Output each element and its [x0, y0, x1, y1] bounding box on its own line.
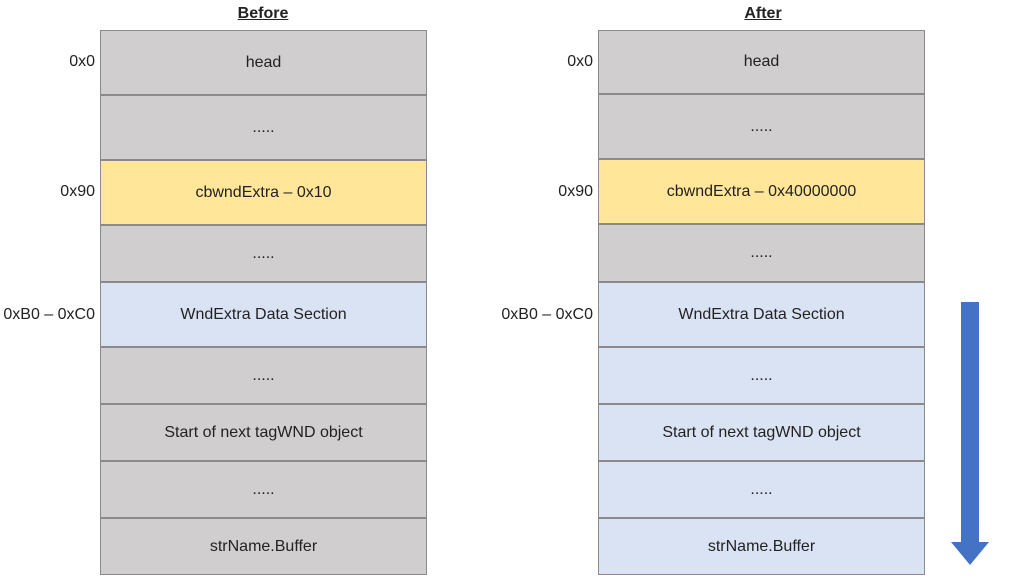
after-cell-cbwndextra: cbwndExtra – 0x40000000 — [598, 159, 925, 224]
after-cell-ellipsis: ..... — [598, 347, 925, 404]
cell-label: ..... — [252, 366, 275, 384]
after-cell-wndextra-data-section: WndExtra Data Section — [598, 282, 925, 347]
before-cell-wndextra-data-section: WndExtra Data Section — [100, 282, 427, 347]
cell-label: ..... — [252, 244, 275, 262]
cell-label: cbwndExtra – 0x10 — [195, 183, 332, 201]
before-cell-cbwndextra: cbwndExtra – 0x10 — [100, 160, 427, 225]
cell-label: head — [245, 53, 282, 71]
cell-label: Start of next tagWND object — [164, 423, 363, 441]
cell-label: strName.Buffer — [707, 537, 816, 555]
after-title: After — [744, 5, 782, 22]
before-memory-stack: head ..... cbwndExtra – 0x10 ..... WndEx… — [100, 30, 427, 575]
cell-label: ..... — [750, 244, 773, 261]
after-cell-next-tagwnd: Start of next tagWND object — [598, 404, 925, 461]
cell-label: WndExtra Data Section — [180, 305, 347, 323]
after-cell-head: head — [598, 30, 925, 94]
cell-label: cbwndExtra – 0x40000000 — [666, 182, 857, 200]
after-cell-ellipsis: ..... — [598, 94, 925, 159]
before-cell-head: head — [100, 30, 427, 95]
before-title: Before — [237, 5, 289, 22]
cell-label: ..... — [252, 118, 275, 136]
cell-label: Start of next tagWND object — [662, 423, 861, 441]
after-memory-stack: head ..... cbwndExtra – 0x40000000 .....… — [598, 30, 925, 575]
down-arrow-shape — [951, 302, 989, 565]
after-cell-strname-buffer: strName.Buffer — [598, 518, 925, 575]
down-arrow-icon — [951, 302, 989, 565]
after-cell-ellipsis: ..... — [598, 461, 925, 518]
cell-label: ..... — [750, 366, 773, 384]
cell-label: strName.Buffer — [209, 537, 318, 555]
after-cell-ellipsis: ..... — [598, 224, 925, 282]
cell-label: ..... — [750, 117, 773, 135]
after-address-0x90: 0x90 — [558, 183, 593, 200]
after-address-0xb0-0xc0: 0xB0 – 0xC0 — [501, 306, 593, 323]
before-cell-strname-buffer: strName.Buffer — [100, 518, 427, 575]
cell-label: WndExtra Data Section — [678, 305, 845, 323]
after-address-0x0: 0x0 — [567, 53, 593, 70]
cell-label: head — [743, 53, 780, 70]
before-address-0x0: 0x0 — [69, 53, 95, 70]
cell-label: ..... — [750, 480, 773, 498]
before-cell-ellipsis: ..... — [100, 347, 427, 404]
before-cell-ellipsis: ..... — [100, 95, 427, 160]
cell-label: ..... — [252, 480, 275, 498]
before-cell-next-tagwnd: Start of next tagWND object — [100, 404, 427, 461]
before-address-0x90: 0x90 — [60, 183, 95, 200]
before-cell-ellipsis: ..... — [100, 225, 427, 282]
before-cell-ellipsis: ..... — [100, 461, 427, 518]
before-address-0xb0-0xc0: 0xB0 – 0xC0 — [3, 306, 95, 323]
